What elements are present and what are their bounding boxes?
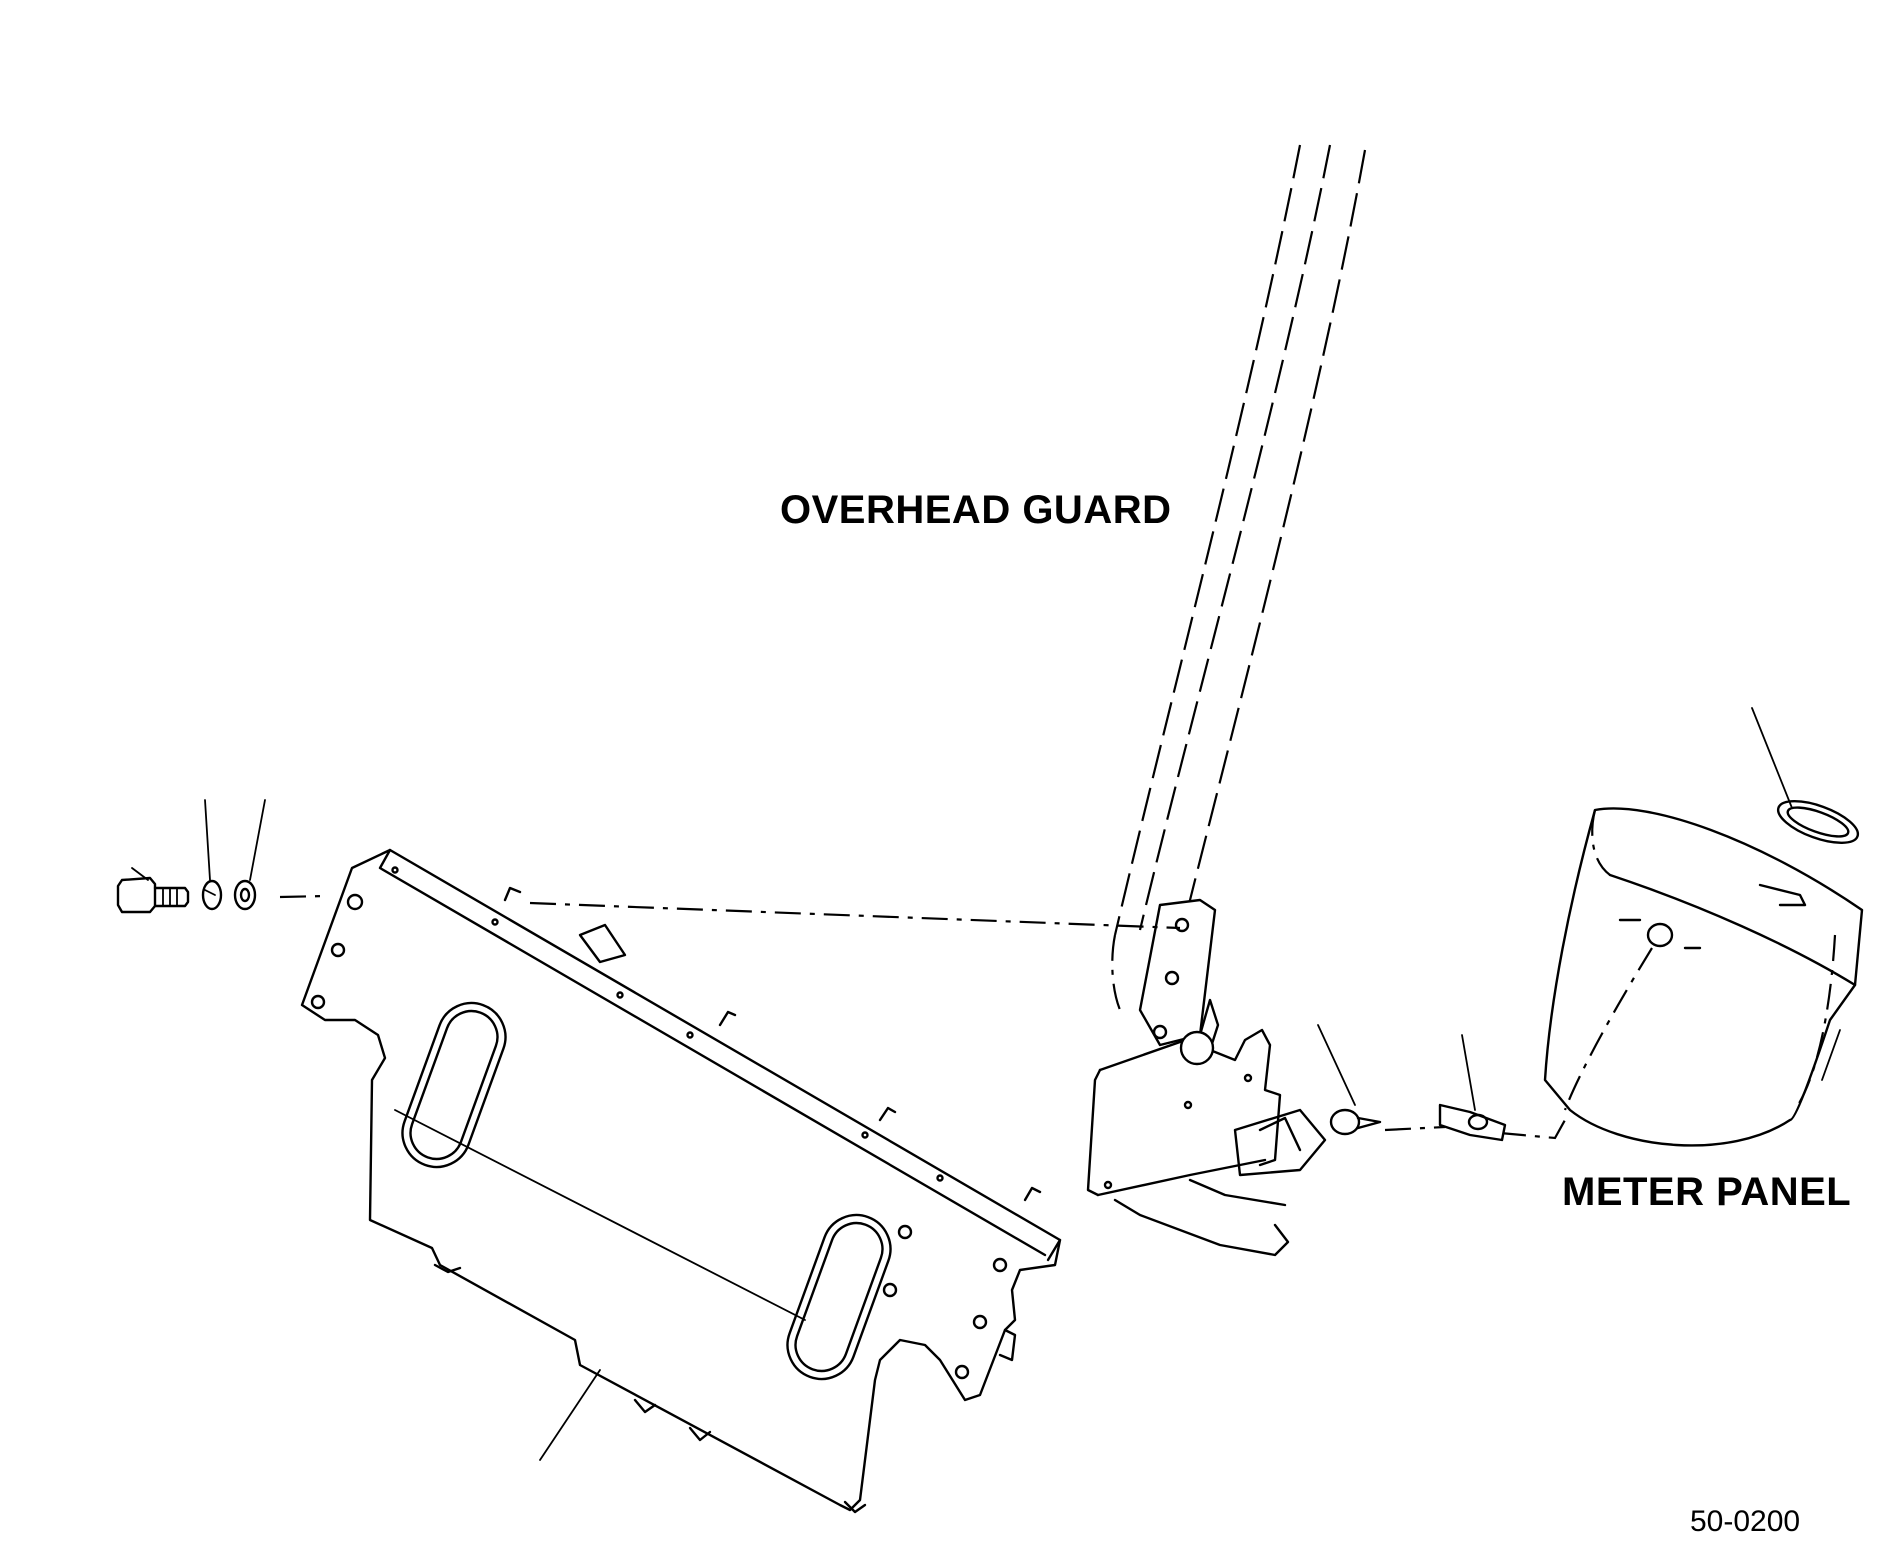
- meter-fasteners: [1317, 1024, 1507, 1142]
- assembly-centerline: [279, 894, 1566, 1140]
- meter-panel-housing: [1543, 707, 1864, 1147]
- overhead-guard-label: OVERHEAD GUARD: [780, 488, 1172, 532]
- figure-code: 50-0200: [1690, 1505, 1801, 1538]
- guard-mounting-bracket: [1086, 898, 1327, 1257]
- overhead-guard-post: [1111, 144, 1367, 1011]
- front-panel-plate: [300, 848, 1062, 1514]
- bolt-and-washers: [116, 799, 266, 914]
- meter-panel-label: METER PANEL: [1562, 1170, 1852, 1214]
